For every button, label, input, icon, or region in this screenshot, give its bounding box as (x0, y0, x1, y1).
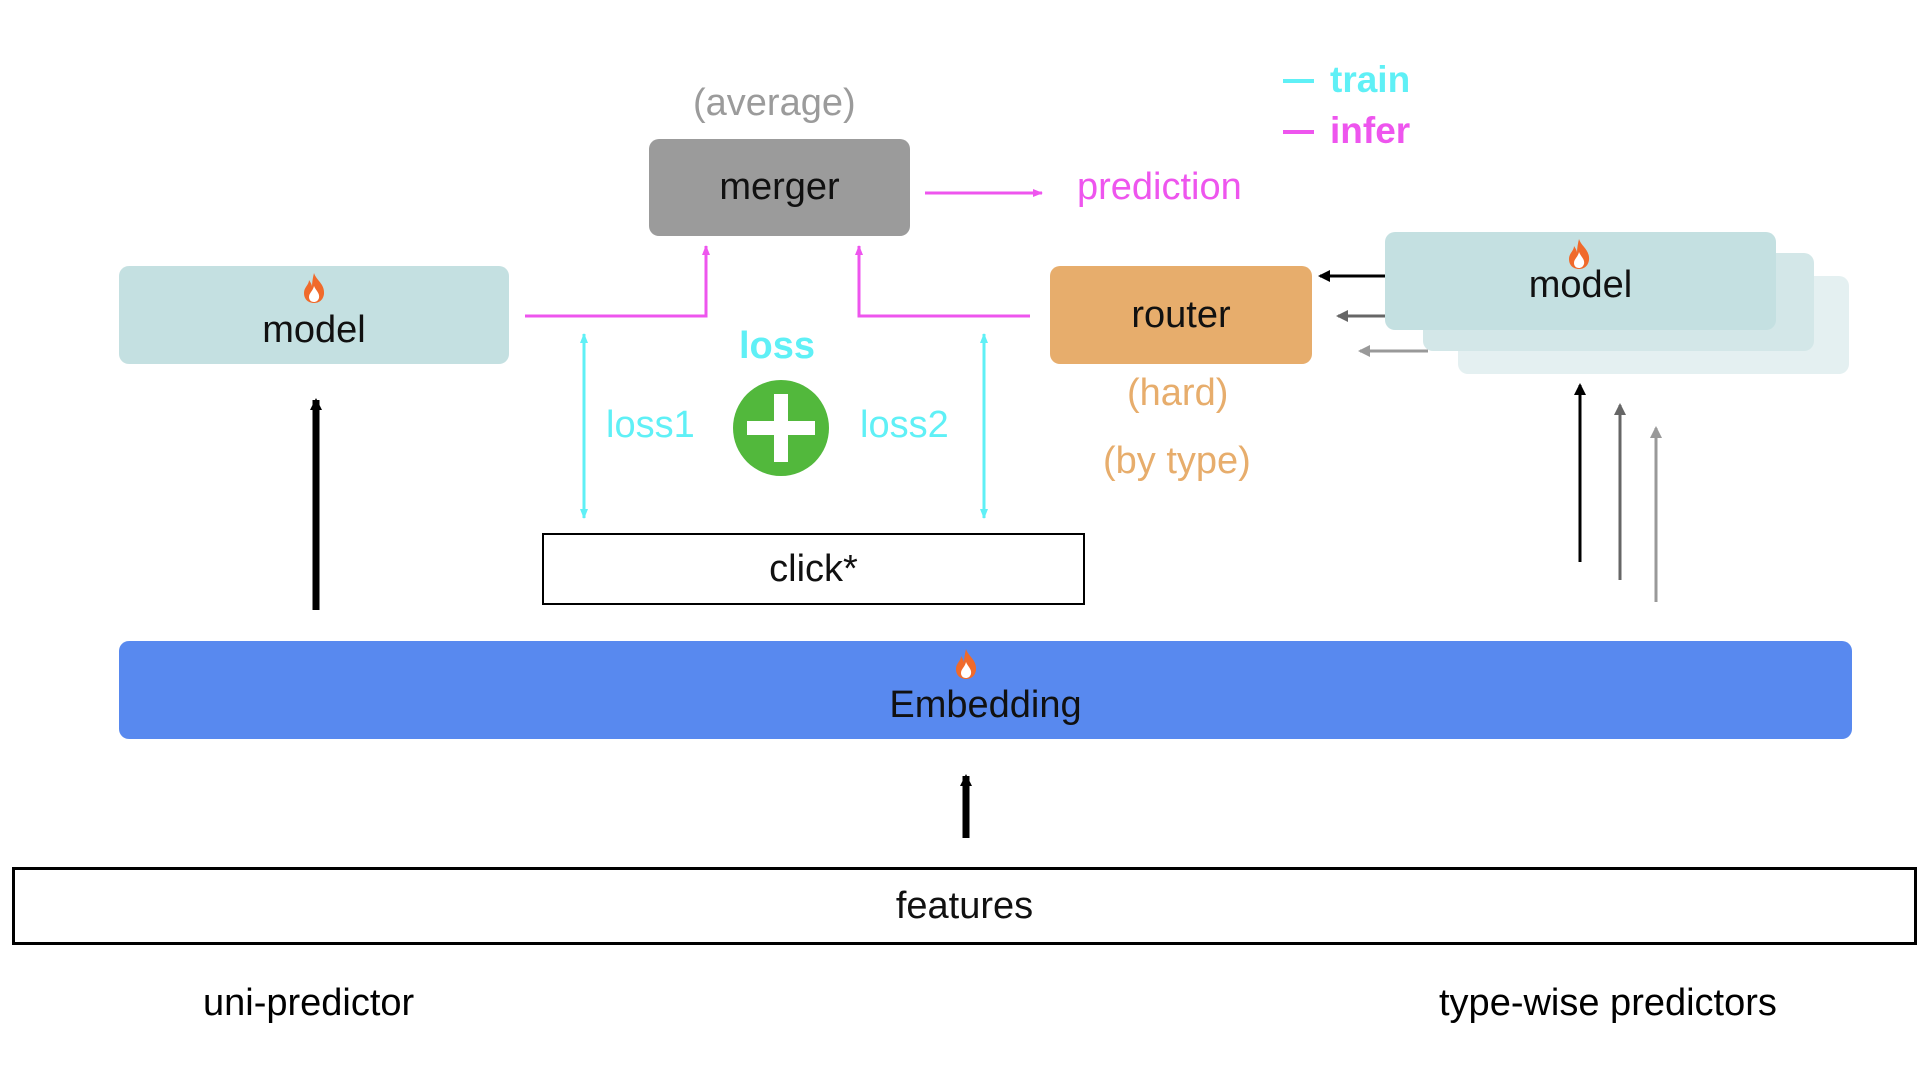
flame-icon (1569, 239, 1590, 269)
prediction-label: prediction (1077, 166, 1242, 208)
loss-label: loss (739, 325, 816, 367)
typewise-model-label: model (1528, 263, 1633, 306)
embedding-label: Embedding (889, 683, 1082, 726)
legend-infer-label: infer (1330, 110, 1411, 151)
uni-model-label: model (262, 308, 366, 351)
uni-predictor-caption: uni-predictor (203, 982, 415, 1024)
click-box: click* (542, 533, 1085, 605)
type-wise-predictors-caption: type-wise predictors (1439, 982, 1777, 1024)
router-to-merger-arrow (855, 245, 1030, 318)
features-box: features (12, 867, 1917, 945)
click-label: click* (769, 547, 858, 590)
loss1-label: loss1 (606, 404, 695, 446)
loss2-label: loss2 (860, 404, 949, 446)
flame-icon (956, 649, 977, 679)
router-annotation-by-type: (by type) (1103, 440, 1251, 482)
merger-annotation: (average) (693, 82, 856, 124)
legend-train-label: train (1330, 59, 1411, 100)
router-box: router (1050, 266, 1312, 364)
router-annotation-hard: (hard) (1127, 372, 1229, 414)
flame-icon (304, 273, 325, 303)
embedding-bar: Embedding (119, 641, 1852, 739)
plus-circle-icon (733, 380, 829, 476)
uni-model-to-merger-arrow (525, 245, 710, 318)
merger-label: merger (719, 166, 840, 208)
features-label: features (895, 884, 1034, 927)
router-label: router (1131, 293, 1231, 336)
merger-box: merger (649, 139, 910, 236)
